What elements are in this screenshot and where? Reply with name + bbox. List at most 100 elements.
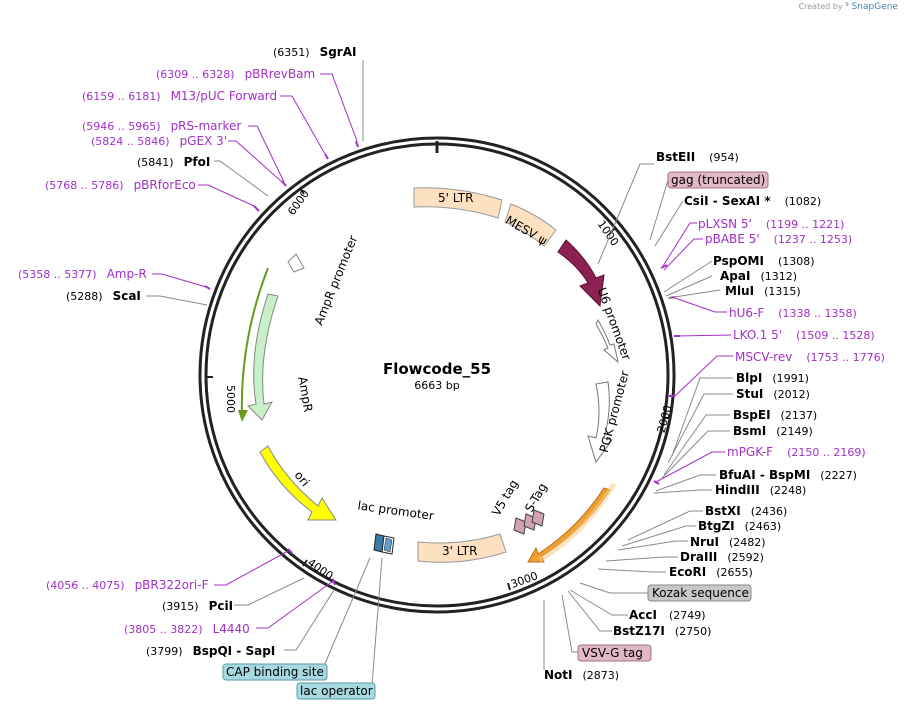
enzyme-bspqi-sapi[interactable]: (3799)BspQI - SapI (146, 644, 275, 658)
primer-mark-pbrforeco (253, 205, 260, 212)
leader-nrui (617, 540, 688, 551)
enzyme-apai[interactable]: ApaI(1312) (720, 269, 797, 283)
primer-pbr322ori[interactable]: (4056 .. 4075)pBR322ori-F (46, 578, 209, 592)
left-primer-leaders (152, 73, 358, 629)
leader-hindiii (653, 489, 712, 494)
leader-pspomi (663, 260, 713, 293)
feature-orange-glow (538, 482, 617, 563)
feature-ampr-outline (240, 267, 269, 417)
leader-bsmi (661, 430, 730, 479)
enzyme-bspei[interactable]: BspEI(2137) (733, 408, 817, 422)
lac-operator-label[interactable]: lac operator (300, 684, 373, 698)
primer-pbrforeco[interactable]: (5768 .. 5786)pBRforEco (45, 178, 196, 192)
feature-u6-arrow-shape (557, 239, 605, 308)
feature-lac-promoter-label: lac promoter (357, 498, 435, 523)
enzyme-blpi[interactable]: BlpI(1991) (736, 371, 809, 385)
feature-ampr-label: AmpR (295, 375, 315, 413)
left-leader-lines (146, 60, 383, 686)
feature-ampr-promoter-shape (287, 253, 305, 273)
leader-mlui (667, 289, 721, 299)
leader-pbrforeco (198, 184, 255, 207)
leader-pbabe (663, 238, 703, 271)
enzyme-nrui[interactable]: NruI(2482) (690, 535, 766, 549)
leader-hu6 (671, 296, 727, 313)
feature-mesv-shape (504, 203, 557, 247)
leader-pbrrevbam (320, 73, 358, 142)
feature-ampr-promoter-label: AmpR promoter (312, 233, 361, 327)
gag-label[interactable]: gag (truncated) (671, 173, 765, 187)
leader-cap (323, 557, 371, 667)
leader-lacop (371, 557, 383, 686)
leader-btgzi (621, 525, 696, 547)
snapgene-logo: ⁹ SnapGene (845, 2, 898, 12)
leader-blpi (671, 377, 733, 457)
primer-prs-marker[interactable]: (5946 .. 5965)pRS-marker (82, 119, 241, 133)
kozak-label[interactable]: Kozak sequence (652, 586, 749, 600)
leader-bspei (663, 414, 730, 476)
enzyme-bsmi[interactable]: BsmI(2149) (733, 424, 813, 438)
tick-label-2000: 2000 (655, 404, 675, 434)
feature-lac-operator-shape (383, 537, 393, 553)
feature-u6-outline-arrow (595, 318, 619, 364)
enzyme-scai[interactable]: (5288)ScaI (66, 289, 141, 303)
credit-brand: SnapGene (851, 2, 898, 12)
right-primer-labels: pLXSN 5'(1199 .. 1221) pBABE 5'(1237 .. … (698, 217, 885, 459)
enzyme-sgrai[interactable]: (6351)SgrAI (273, 45, 356, 59)
enzyme-stui[interactable]: StuI(2012) (736, 387, 810, 401)
feature-ampr-outline-head (238, 410, 248, 422)
primer-plxsn[interactable]: pLXSN 5'(1199 .. 1221) (698, 217, 844, 231)
enzyme-bfuai-bspmi[interactable]: BfuAI - BspMI(2227) (719, 468, 857, 482)
enzyme-ecori[interactable]: EcoRI(2655) (669, 565, 753, 579)
leader-mscv (674, 355, 733, 397)
enzyme-bstz17i[interactable]: BstZ17I(2750) (613, 624, 711, 638)
primer-m13[interactable]: (6159 .. 6181)M13/pUC Forward (82, 89, 277, 103)
primer-amp-r[interactable]: (5358 .. 5377)Amp-R (18, 267, 147, 281)
feature-v5-label: V5 tag (489, 477, 521, 518)
enzyme-mlui[interactable]: MluI(1315) (725, 284, 801, 298)
primer-mark-pbrrevbam (355, 140, 359, 148)
primer-lko[interactable]: LKO.1 5'(1509 .. 1528) (733, 328, 875, 342)
enzyme-csii-sexai[interactable]: CsiI - SexAI *(1082) (684, 194, 821, 208)
leader-plxsn (662, 222, 697, 267)
leader-ampr-primer (152, 273, 207, 288)
vsvg-label[interactable]: VSV-G tag (582, 646, 643, 660)
primer-mark-mpgk (653, 480, 660, 485)
tick-mark-6000 (299, 187, 305, 195)
feature-5ltr-label: 5' LTR (438, 191, 473, 205)
leader-scai (146, 295, 208, 306)
tick-mark-3000 (507, 582, 511, 591)
enzyme-bstell[interactable]: BstEII(954) (656, 150, 739, 164)
feature-stag-shape (531, 509, 545, 527)
primer-mpgk[interactable]: mPGK-F(2150 .. 2169) (727, 445, 866, 459)
cap-label[interactable]: CAP binding site (226, 665, 324, 679)
primer-mark-pbr322ori (287, 548, 293, 554)
primer-pgex[interactable]: (5824 .. 5846)pGEX 3' (91, 134, 227, 148)
primer-mark-l4440 (332, 578, 336, 586)
enzyme-bstxi[interactable]: BstXI(2436) (705, 504, 787, 518)
feature-pgk-shape (587, 381, 613, 464)
leader-csii (654, 200, 684, 247)
enzyme-pspomi[interactable]: PspOMI(1308) (713, 254, 815, 268)
lac-operator-box (296, 682, 376, 700)
leader-pgex (228, 140, 283, 183)
kozak-box (647, 584, 752, 602)
leader-acci (569, 589, 628, 616)
primer-hu6f[interactable]: hU6-F(1338 .. 1358) (729, 306, 857, 320)
leader-draiii (605, 556, 678, 562)
leader-pfoi (214, 160, 269, 197)
primer-l4440[interactable]: (3805 .. 3822)L4440 (124, 622, 250, 636)
enzyme-btgzi[interactable]: BtgZI(2463) (698, 519, 781, 533)
enzyme-pfoi[interactable]: (5841)PfoI (137, 155, 210, 169)
enzyme-draiii[interactable]: DraIII(2592) (680, 550, 764, 564)
primer-pbabe[interactable]: pBABE 5'(1237 .. 1253) (705, 232, 852, 246)
enzyme-noti[interactable]: NotI(2873) (544, 668, 619, 682)
enzyme-pcii[interactable]: (3915)PciI (162, 599, 233, 613)
leader-bspqi (284, 589, 335, 651)
enzyme-acci[interactable]: AccI(2749) (629, 608, 706, 622)
primer-pbrrevbam[interactable]: (6309 .. 6328)pBRrevBam (156, 67, 315, 81)
enzyme-hindiii[interactable]: HindIII(2248) (715, 483, 806, 497)
primer-mscv[interactable]: MSCV-rev(1753 .. 1776) (735, 350, 885, 364)
left-enzyme-labels: (6351)SgrAI (5841)PfoI (5288)ScaI (3915)… (66, 45, 356, 658)
tick-mark-4000 (302, 559, 308, 567)
cap-box (222, 663, 328, 681)
